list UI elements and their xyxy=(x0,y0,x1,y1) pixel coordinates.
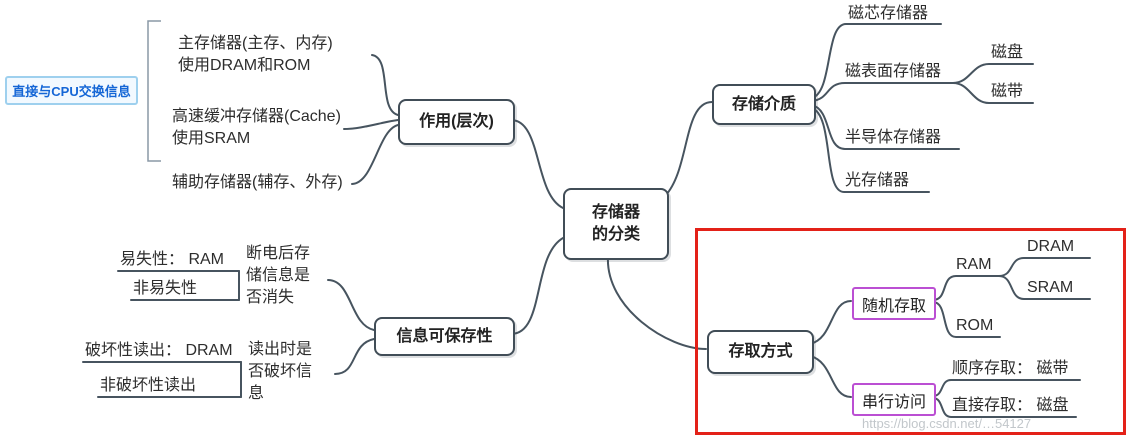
central-node-memory-classification: 存储器 的分类 xyxy=(563,188,669,260)
leaf-direct-access-disk: 直接存取： 磁盘 xyxy=(952,397,1069,414)
leaf-optical-memory: 光存储器 xyxy=(845,172,910,189)
leaf-volatile-ram: 易失性： RAM xyxy=(120,251,225,268)
leaf-cache-memory: 高速缓冲存储器(Cache) 使用SRAM xyxy=(172,108,341,147)
leaf-auxiliary-memory: 辅助存储器(辅存、外存) xyxy=(172,174,343,191)
leaf-magnetic-disk: 磁盘 xyxy=(991,44,1024,61)
cpu-exchange-label: 直接与CPU交换信息 xyxy=(5,76,138,105)
leaf-semiconductor-memory: 半导体存储器 xyxy=(845,129,942,146)
leaf-dram: DRAM xyxy=(1027,238,1075,255)
leaf-sequential-access-tape: 顺序存取： 磁带 xyxy=(952,360,1069,377)
leaf-nondestructive-readout: 非破坏性读出 xyxy=(100,377,197,394)
branch-persistence-connectors xyxy=(82,237,564,398)
leaf-main-memory: 主存储器(主存、内存) 使用DRAM和ROM xyxy=(178,35,333,74)
watermark-text: https://blog.csdn.net/…54127 xyxy=(862,416,1032,431)
leaf-ram: RAM xyxy=(956,256,992,273)
leaf-nonvolatile: 非易失性 xyxy=(133,280,198,297)
note-readout-destroys-info: 读出时是 否破坏信 息 xyxy=(248,341,313,402)
branch-access-connectors xyxy=(606,255,1091,418)
leaf-sram: SRAM xyxy=(1027,279,1074,296)
branch-function-connectors xyxy=(343,54,564,209)
branch-node-information-persistence: 信息可保存性 xyxy=(374,317,515,356)
cpu-exchange-bracket xyxy=(147,20,161,162)
branch-node-storage-medium: 存储介质 xyxy=(712,84,816,125)
leaf-destructive-readout-dram: 破坏性读出： DRAM xyxy=(85,342,233,359)
leaf-magnetic-surface-memory: 磁表面存储器 xyxy=(845,63,942,80)
branch-node-function-hierarchy: 作用(层次) xyxy=(398,99,515,145)
leaf-rom: ROM xyxy=(956,317,994,334)
branch-node-access-method: 存取方式 xyxy=(707,330,814,374)
leaf-magnetic-tape: 磁带 xyxy=(991,83,1024,100)
highlighted-node-random-access: 随机存取 xyxy=(852,287,936,320)
leaf-magnetic-core-memory: 磁芯存储器 xyxy=(848,5,929,22)
highlighted-node-serial-access: 串行访问 xyxy=(852,383,936,416)
note-power-off-loss: 断电后存 储信息是 否消失 xyxy=(246,245,311,306)
branch-medium-connectors xyxy=(664,23,1034,197)
